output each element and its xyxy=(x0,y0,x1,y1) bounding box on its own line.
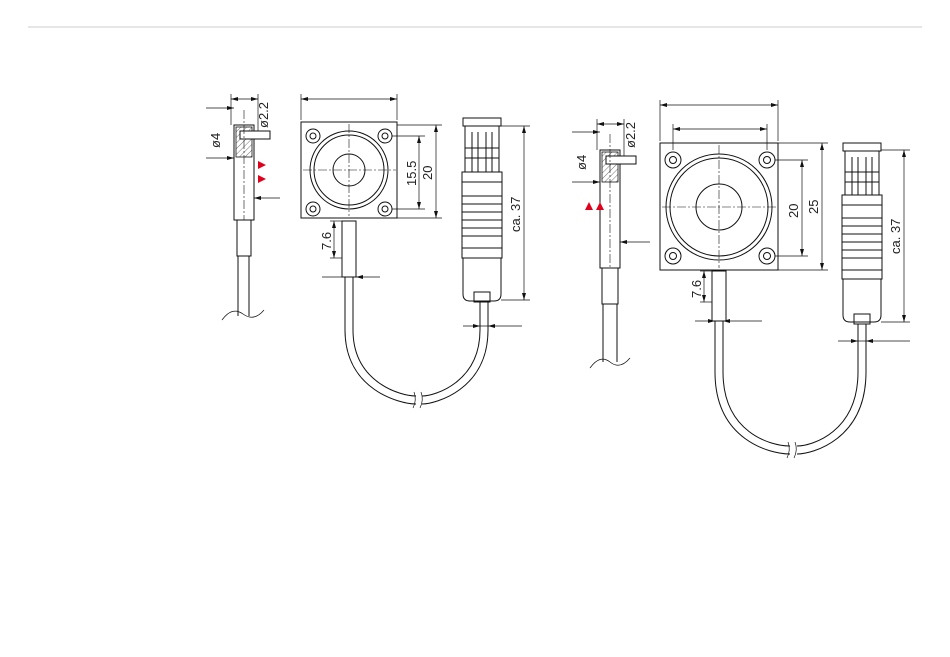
red-marker xyxy=(258,175,266,183)
large-sensor: ø2.2 ø4 xyxy=(572,100,910,458)
small-dia-pin-label: ø2.2 xyxy=(256,102,271,128)
small-dim-outer-label: 20 xyxy=(420,166,435,180)
large-dia-shaft-label: ø4 xyxy=(574,155,589,170)
large-cable: 7.6 xyxy=(689,271,866,458)
large-dim-inner-label: 20 xyxy=(786,204,801,218)
large-front-view: 20 25 xyxy=(660,100,828,270)
small-offset-label: 7.6 xyxy=(319,232,334,250)
small-front-view: 15.5 20 xyxy=(301,94,442,218)
small-dia-shaft-label: ø4 xyxy=(208,133,223,148)
small-connector-length-label: ca. 37 xyxy=(508,197,523,232)
large-connector-length-label: ca. 37 xyxy=(888,219,903,254)
large-side-view: ø2.2 ø4 xyxy=(572,119,650,368)
small-connector: ca. 37 xyxy=(462,118,530,330)
small-sensor: ø2.2 ø4 xyxy=(206,94,530,408)
large-dia-pin-label: ø2.2 xyxy=(623,122,638,148)
red-marker xyxy=(585,202,593,210)
large-connector: ca. 37 xyxy=(838,143,910,372)
small-dim-inner-label: 15.5 xyxy=(404,161,419,186)
large-dim-outer-label: 25 xyxy=(806,200,821,214)
small-side-view: ø2.2 ø4 xyxy=(206,94,280,320)
red-marker xyxy=(258,161,266,169)
large-offset-label: 7.6 xyxy=(689,280,704,298)
